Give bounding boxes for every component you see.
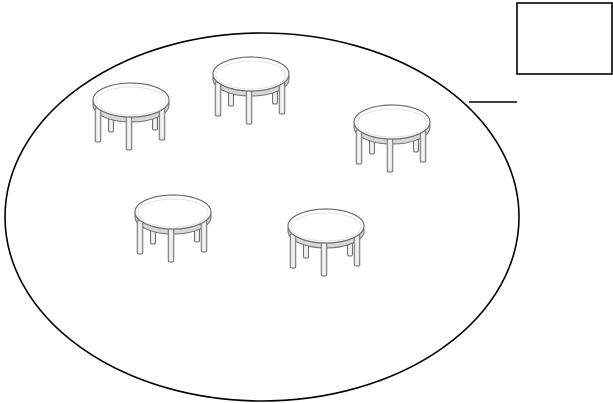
set-members [93,57,430,276]
round-table-icon [288,209,364,276]
round-table-icon [354,105,430,172]
round-table-icon [213,57,289,124]
round-table-icon [135,195,211,262]
label-box [517,3,612,74]
round-table-icon [93,83,169,150]
